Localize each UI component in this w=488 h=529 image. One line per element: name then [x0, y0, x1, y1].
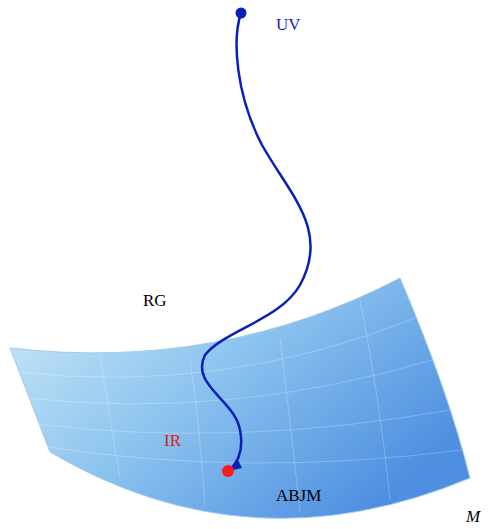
rg-flow-curve — [202, 13, 311, 470]
manifold-label: M — [466, 508, 480, 525]
uv-point — [236, 8, 247, 19]
ir-point — [222, 465, 234, 477]
ir-label: IR — [164, 432, 181, 449]
abjm-label: ABJM — [276, 487, 321, 504]
uv-label: UV — [276, 16, 301, 33]
moduli-surface — [10, 278, 470, 518]
rg-label: RG — [143, 292, 167, 309]
surface-mesh — [18, 300, 462, 512]
